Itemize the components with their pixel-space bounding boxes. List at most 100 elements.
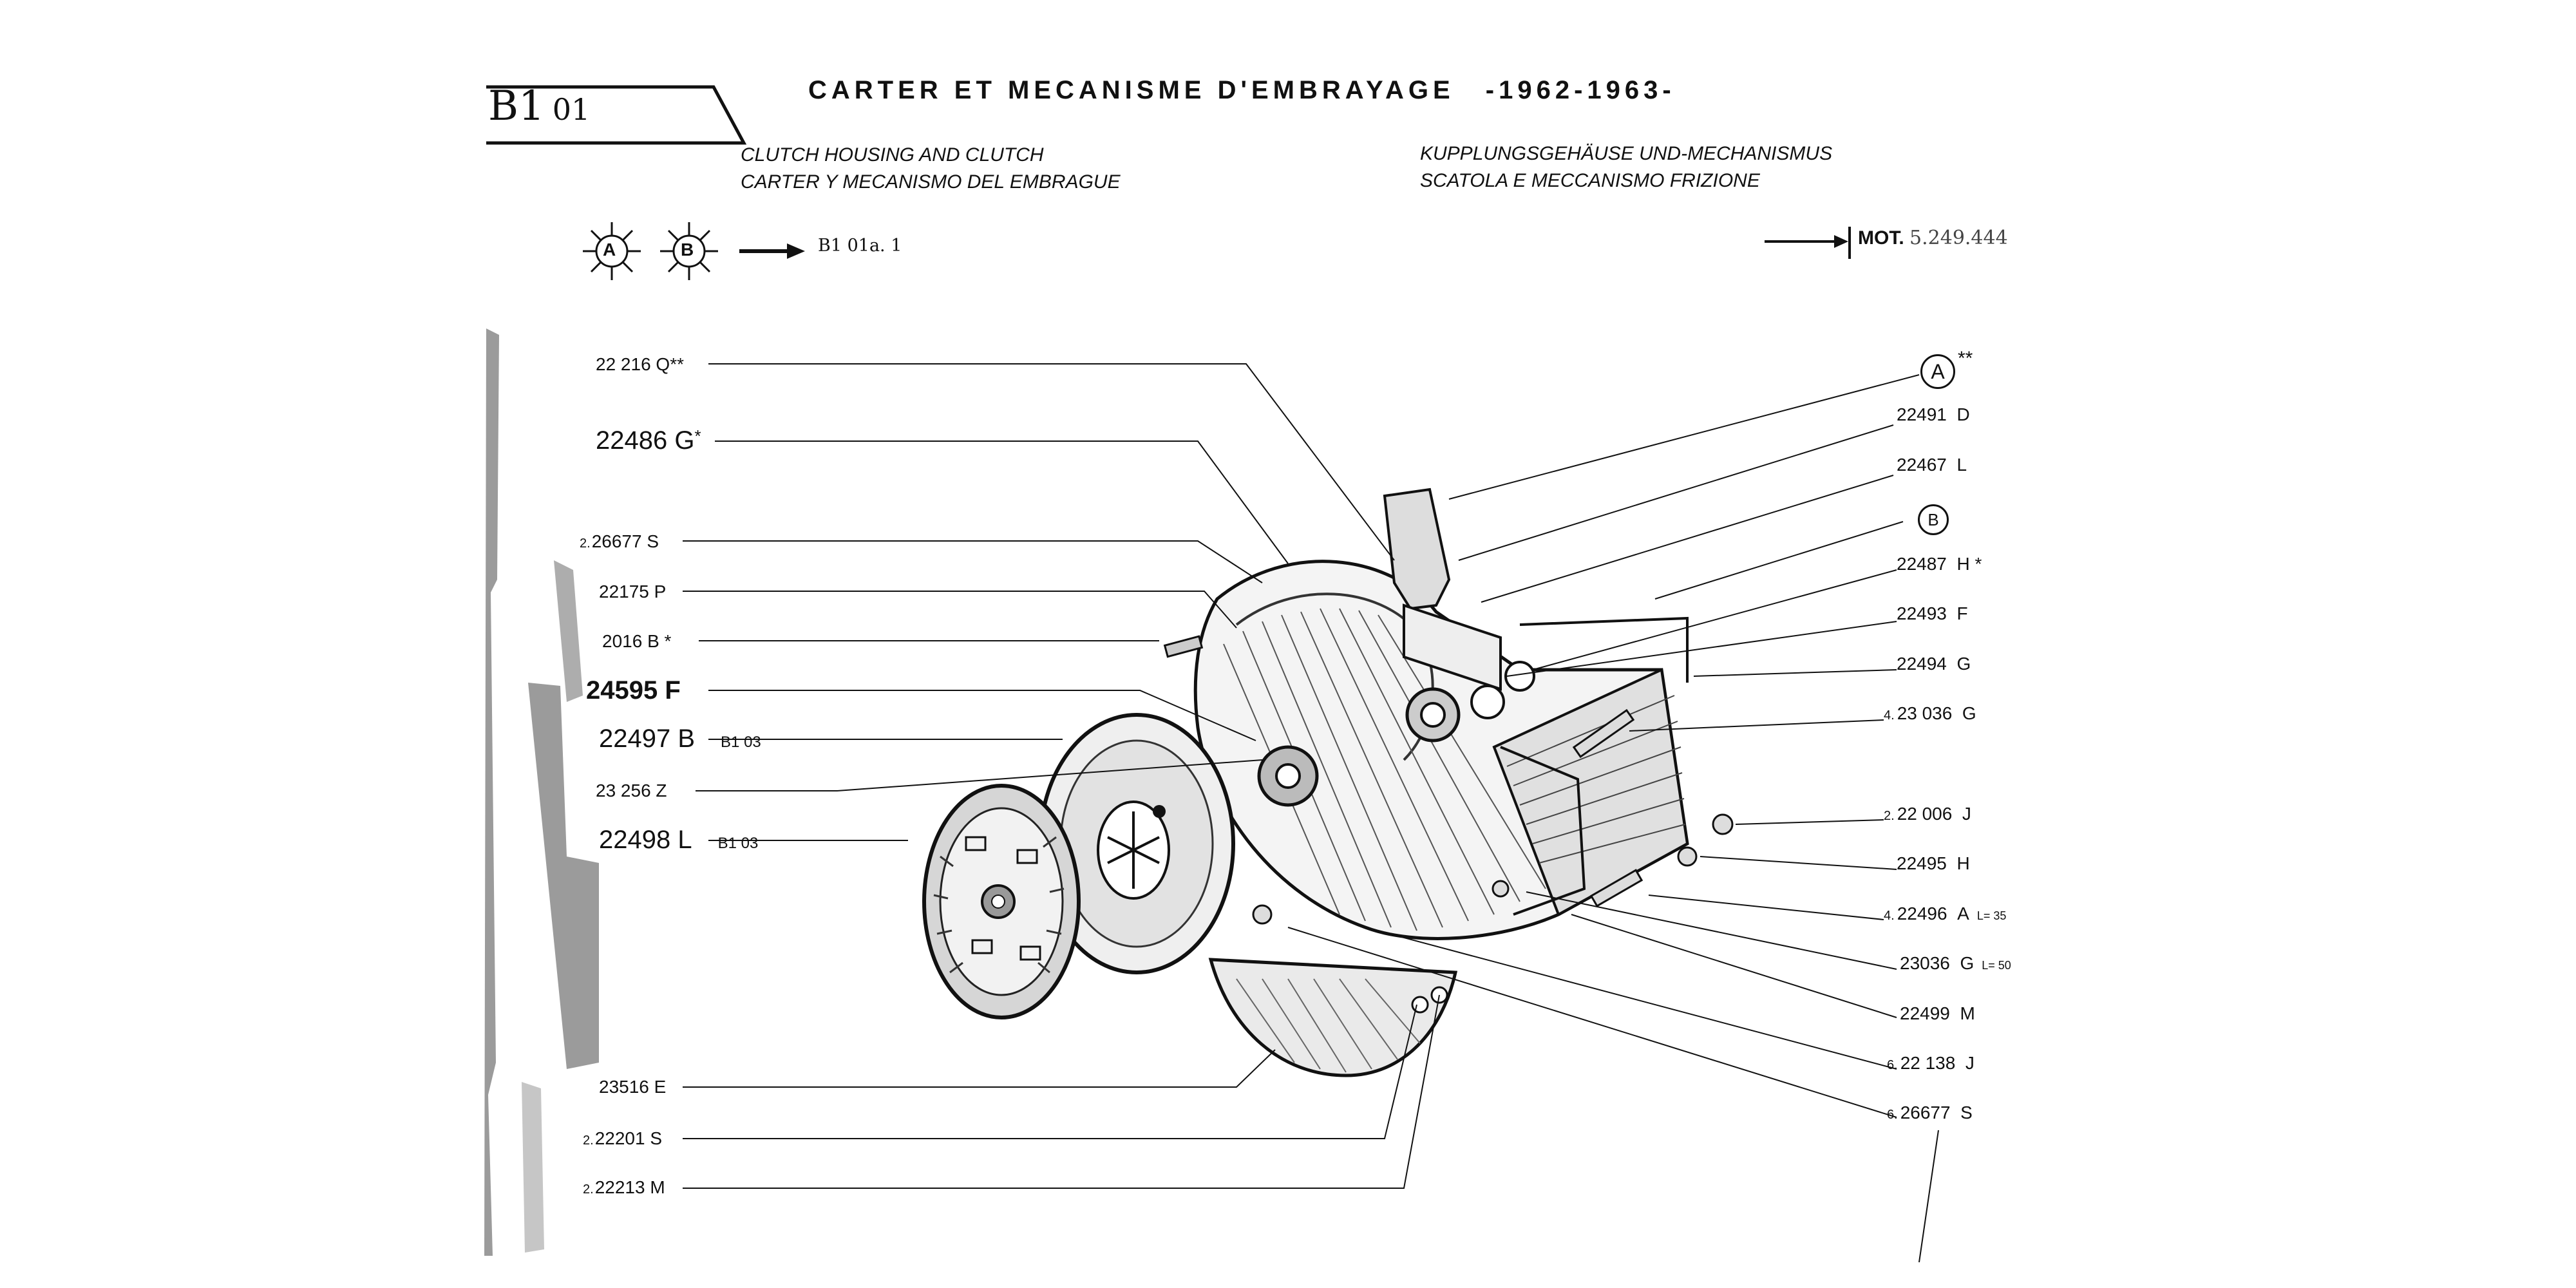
part-qty: 6. <box>1887 1058 1898 1072</box>
part-label-right: 23036 G L= 50 <box>1900 953 2011 974</box>
part-label-left: 23516 E <box>599 1077 666 1097</box>
part-label-right: 2.22 006 J <box>1884 804 1971 824</box>
subtitle-it: SCATOLA E MECCANISMO FRIZIONE <box>1420 170 1760 191</box>
part-suffix: B <box>647 631 659 651</box>
part-suffix: L <box>677 826 692 854</box>
part-suffix: G <box>1960 953 1975 973</box>
subtitle-es: CARTER Y MECANISMO DEL EMBRAGUE <box>741 171 1121 193</box>
part-number: 23516 <box>599 1077 649 1097</box>
part-suffix: F <box>665 676 681 705</box>
part-number: 24595 <box>586 676 658 705</box>
part-label-left: 2.22213 M <box>583 1177 665 1198</box>
part-suffix: G <box>1956 654 1971 674</box>
part-stars: * <box>664 631 672 651</box>
part-suffix: E <box>654 1077 667 1097</box>
part-number: 22491 <box>1897 404 1947 424</box>
part-label-right: 22495 H <box>1897 853 1970 874</box>
part-suffix: F <box>1956 603 1968 623</box>
part-qty: 4. <box>1884 708 1895 723</box>
part-label-left: 2.26677 S <box>580 531 659 552</box>
part-suffix: Z <box>656 781 667 800</box>
mot-label: MOT. <box>1858 227 1904 249</box>
subtitle-right: KUPPLUNGSGEHÄUSE UND-MECHANISMUS SCATOLA… <box>1420 140 1832 194</box>
arrow-right-icon <box>787 243 805 259</box>
pressure-plate-drawing <box>1038 713 1235 974</box>
part-label-right: 4.23 036 G <box>1884 703 1976 724</box>
part-suffix: G <box>1962 703 1976 723</box>
part-note: B1 03 <box>717 835 759 852</box>
part-stars: * <box>694 426 701 446</box>
part-qty: 2. <box>1884 809 1895 823</box>
part-number: 22175 <box>599 582 649 601</box>
part-number: 22494 <box>1897 654 1947 674</box>
part-qty: 2. <box>580 536 591 551</box>
part-qty: 2. <box>583 1133 594 1148</box>
part-label-right: 22499 M <box>1900 1003 1975 1024</box>
subtitle-left: CLUTCH HOUSING AND CLUTCH CARTER Y MECAN… <box>741 142 1121 196</box>
part-qty: 6. <box>1887 1108 1898 1122</box>
throwout-bearing-drawing <box>1163 635 1319 807</box>
part-suffix: S <box>1960 1103 1973 1122</box>
part-qty: 4. <box>1884 909 1895 923</box>
part-number: 22213 <box>594 1177 645 1197</box>
part-label-right: 22487 H * <box>1897 554 1982 574</box>
part-suffix: S <box>650 1128 663 1148</box>
part-suffix: Q <box>656 354 670 374</box>
legend-marker-b: B <box>681 240 694 260</box>
part-suffix: G <box>674 426 695 455</box>
release-fork-drawing <box>1383 488 1689 743</box>
part-number: 23036 <box>1900 953 1950 973</box>
part-label-left: 2.22201 S <box>583 1128 662 1149</box>
part-suffix: J <box>1965 1053 1975 1073</box>
part-suffix: P <box>654 582 667 601</box>
part-number: 22496 <box>1897 904 1947 923</box>
callout-marker-a: A <box>1920 354 1955 389</box>
part-label-left: 23 256 Z <box>596 781 667 801</box>
part-number: 22467 <box>1897 455 1947 475</box>
part-suffix: D <box>1956 404 1970 424</box>
mot-number: 5.249.444 <box>1909 227 2008 249</box>
part-label-left: 22175 P <box>599 582 666 602</box>
part-number: 22 216 <box>596 354 651 374</box>
part-label-left: 2016 B * <box>602 631 671 652</box>
callout-marker-a-stars: ** <box>1958 348 1973 369</box>
part-number: 22487 <box>1897 554 1947 574</box>
part-number: 22493 <box>1897 603 1947 623</box>
subtitle-en: CLUTCH HOUSING AND CLUTCH <box>741 144 1044 166</box>
mot-reference: MOT. 5.249.444 <box>1858 227 2008 249</box>
part-number: 26677 <box>591 531 642 551</box>
part-number: 22495 <box>1897 853 1947 873</box>
part-suffix: M <box>1960 1003 1975 1023</box>
part-suffix: H * <box>1956 554 1982 574</box>
part-stars: ** <box>670 354 684 374</box>
part-number: 22497 <box>599 724 671 753</box>
part-suffix: L <box>1956 455 1967 475</box>
part-number: 22201 <box>594 1128 645 1148</box>
part-label-right: 22467 L <box>1897 455 1967 475</box>
part-number: 22498 <box>599 826 671 854</box>
part-note: L= 50 <box>1982 959 2011 972</box>
page-title: CARTER ET MECANISME D'EMBRAYAGE -1962-19… <box>808 76 1676 105</box>
part-number: 26677 <box>1900 1103 1951 1122</box>
part-number: 22499 <box>1900 1003 1950 1023</box>
callout-marker-b: B <box>1918 504 1949 535</box>
part-number: 23 036 <box>1897 703 1953 723</box>
part-suffix: B <box>677 724 696 753</box>
part-number: 22 006 <box>1897 804 1953 824</box>
title-fr: CARTER ET MECANISME D'EMBRAYAGE <box>808 76 1455 104</box>
legend-marker-a: A <box>603 240 616 260</box>
part-suffix: S <box>647 531 659 551</box>
part-number: 22486 <box>596 426 668 455</box>
plate-number: 01 <box>552 92 591 127</box>
part-label-right: 22493 F <box>1897 603 1968 624</box>
clutch-disc-drawing <box>922 784 1081 1019</box>
part-label-right: 6.26677 S <box>1887 1103 1973 1123</box>
part-note: L= 35 <box>1976 909 2007 922</box>
